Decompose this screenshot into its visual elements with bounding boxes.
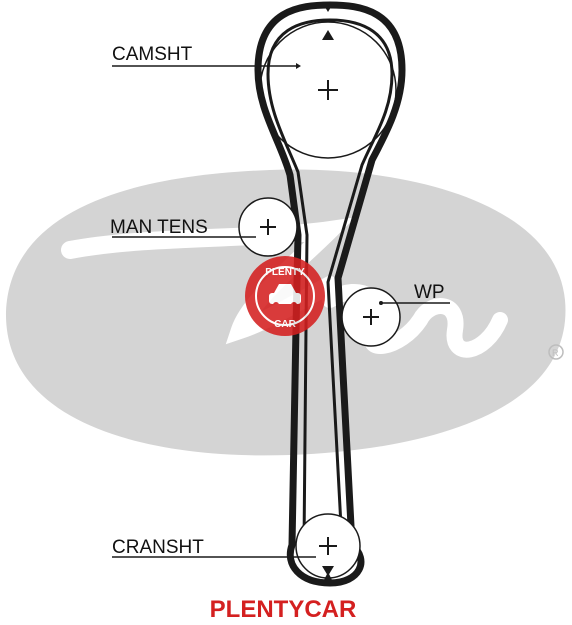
logo-top-text: PLENTY: [265, 267, 305, 278]
camshaft-label: CAMSHT: [112, 44, 193, 65]
plentycar-logo-mark: PLENTY CAR: [245, 256, 325, 336]
tensioner-pulley: [238, 197, 298, 257]
crankshaft-timing-mark-inner: [322, 566, 334, 576]
camshaft-timing-mark-inner: [322, 30, 334, 40]
logo-bottom-text: CAR: [274, 319, 296, 330]
crankshaft-timing-mark-outer: [322, 572, 334, 584]
water-pump-pulley: [341, 287, 401, 347]
water-pump-label: WP: [414, 282, 445, 303]
registered-mark-icon: [548, 344, 564, 360]
camshaft-timing-mark-outer: [322, 2, 334, 12]
camshaft-pulley: [259, 21, 397, 159]
car-icon: [269, 284, 301, 308]
tensioner-label: MAN TENS: [110, 217, 208, 238]
svg-text:R: R: [552, 348, 559, 358]
camshaft-leader-arrow: [296, 63, 301, 69]
footer-brand: PLENTYCAR: [210, 596, 357, 623]
crankshaft-label: CRANSHT: [112, 537, 204, 558]
water-pump-leader-dot: [379, 301, 383, 305]
